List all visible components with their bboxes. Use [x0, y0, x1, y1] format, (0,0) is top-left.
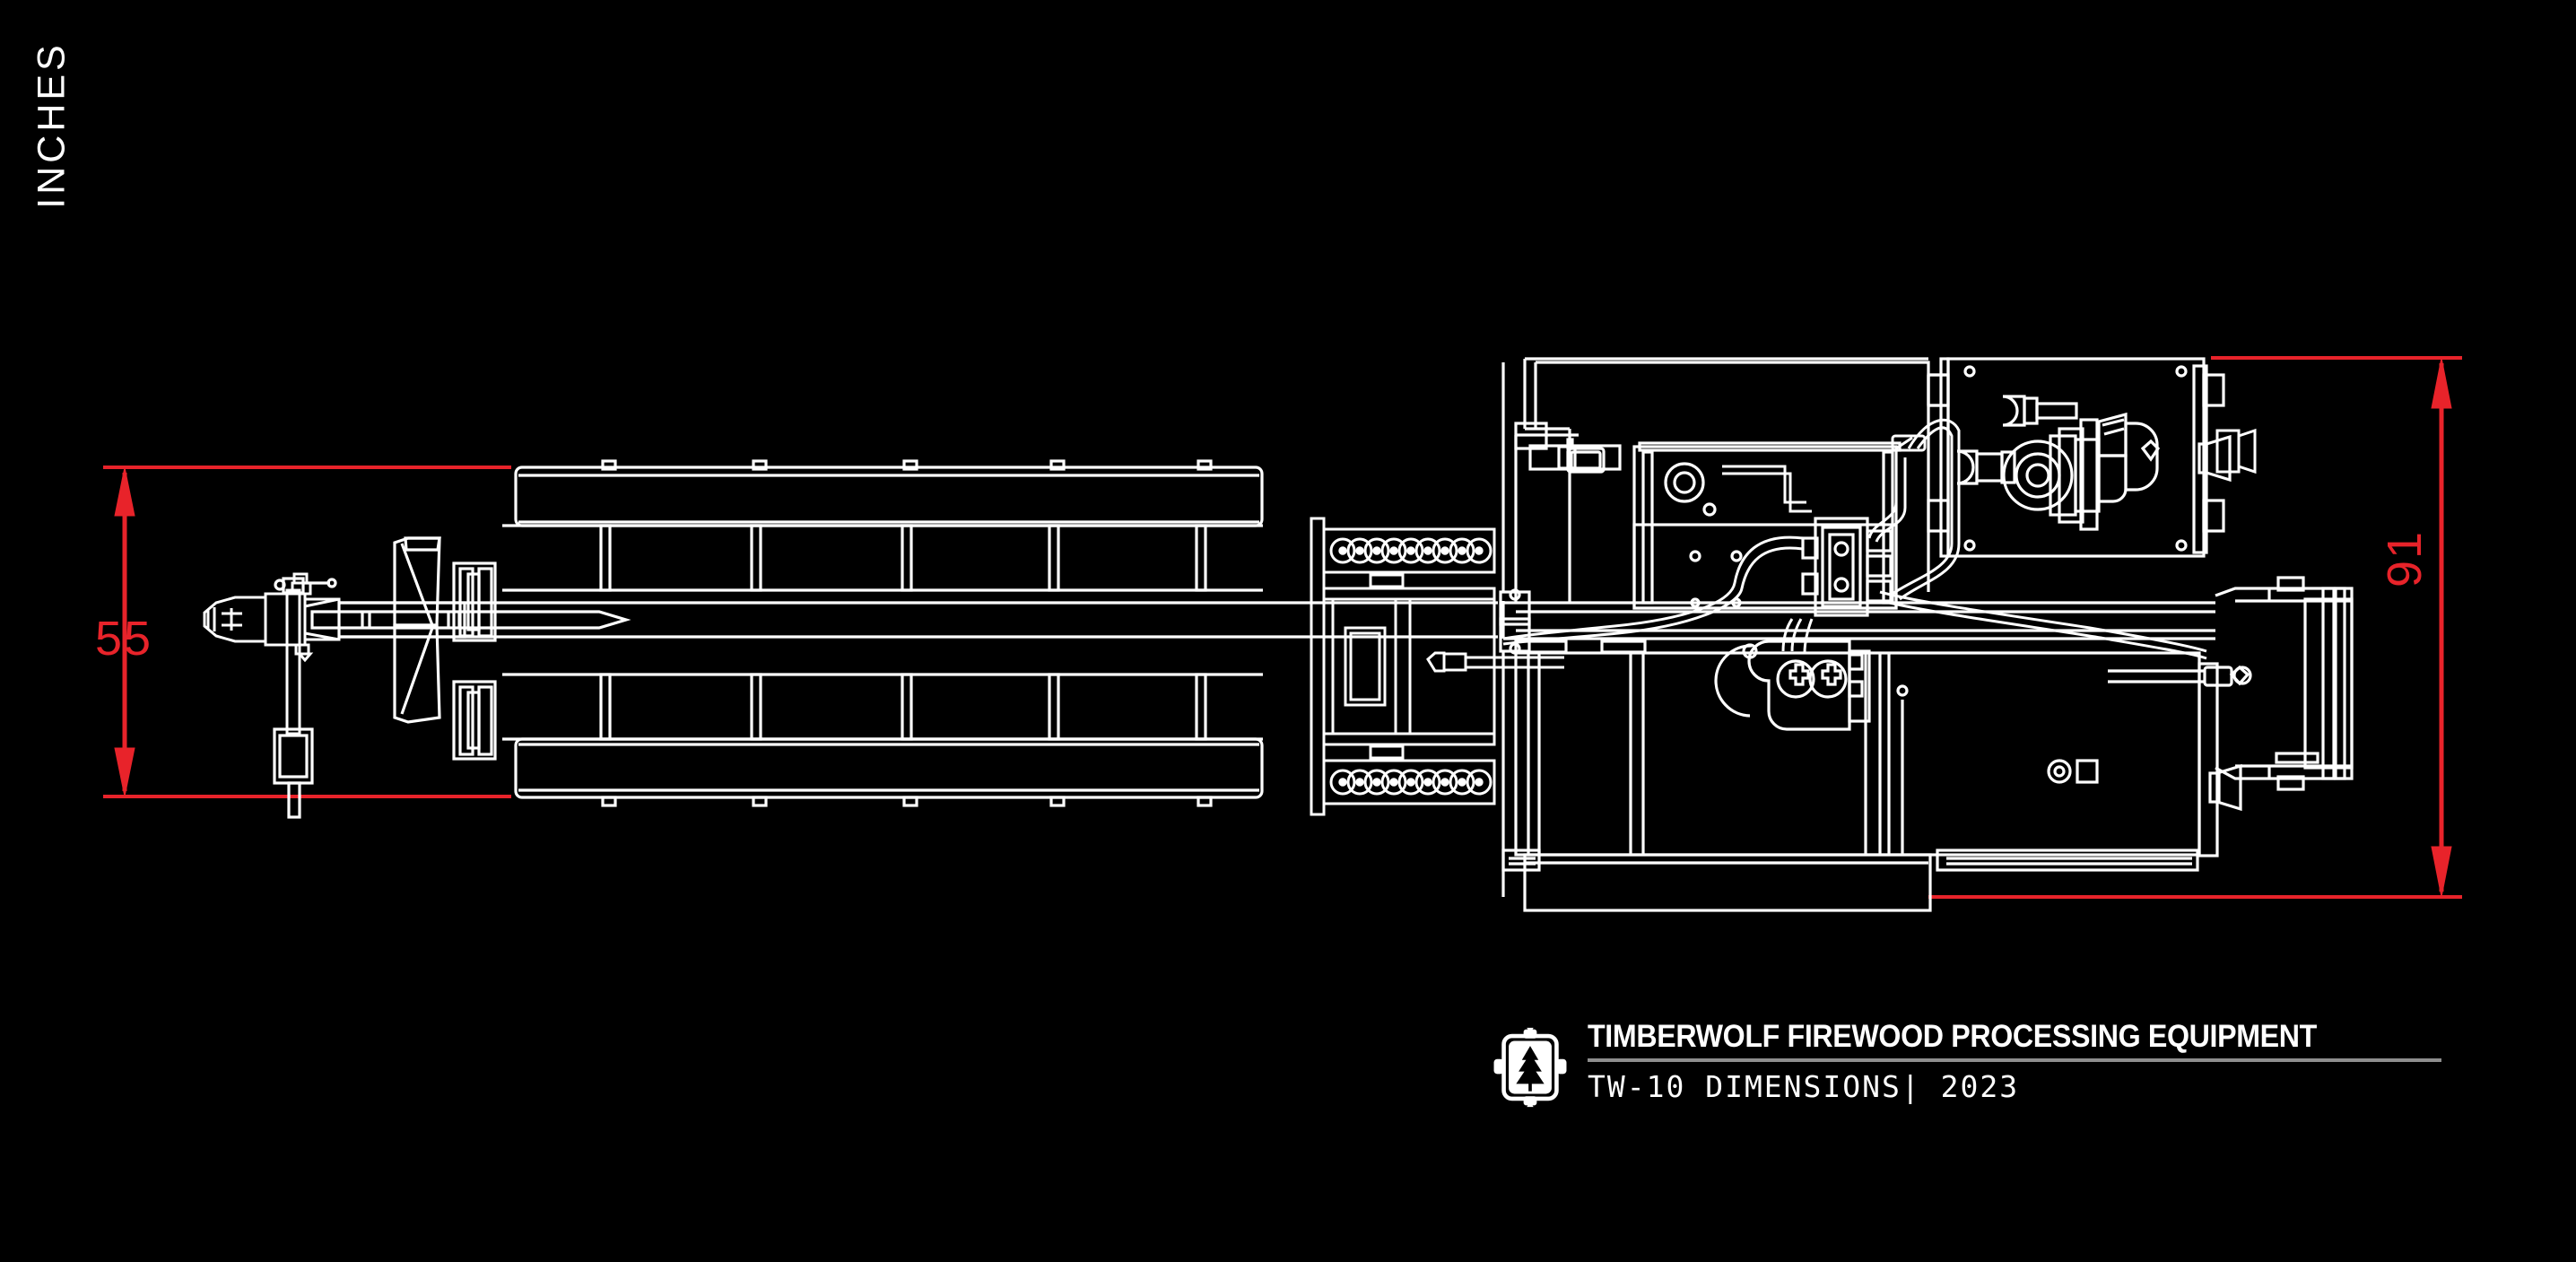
deck-crossmembers-top	[599, 524, 1207, 592]
title-block: TIMBERWOLF FIREWOOD PROCESSING EQUIPMENT…	[1489, 1019, 2441, 1109]
starter-motor	[2002, 395, 2078, 427]
hydraulic-tank	[1632, 441, 1902, 610]
hydraulic-hoses	[1502, 418, 2207, 660]
fender-top-mounts	[601, 459, 1213, 471]
hydraulic-pump	[1956, 412, 2161, 531]
timberwolf-pine-tree-logo	[1489, 1026, 1571, 1109]
fender-bottom-mounts	[601, 796, 1213, 807]
axle-bracket-bottom	[452, 680, 497, 761]
main-frame-outline	[1501, 357, 1930, 639]
drawing-subtitle: TW-10 DIMENSIONS| 2023	[1588, 1068, 2020, 1104]
company-name: TIMBERWOLF FIREWOOD PROCESSING EQUIPMENT	[1588, 1019, 2317, 1054]
main-frame-rails	[465, 601, 1498, 639]
splitter-wedge-assembly	[1310, 517, 1564, 816]
frame-tabs	[2215, 428, 2257, 474]
outfeed-box	[2108, 576, 2354, 791]
dimension-value-91: 91	[2378, 529, 2432, 587]
dimension-91	[1928, 356, 2462, 899]
pto-coupling	[2197, 434, 2232, 483]
deck-rail-top	[502, 524, 1263, 592]
fender-bottom	[514, 737, 1264, 807]
tongue-jack	[273, 577, 337, 819]
title-divider	[1588, 1057, 2441, 1062]
machine-body	[1499, 357, 2354, 912]
deck-panels	[502, 459, 1264, 807]
trailer-tongue-assembly	[203, 536, 1498, 819]
dimension-value-55: 55	[95, 612, 153, 666]
tongue-beam	[337, 601, 466, 639]
lower-valve-assembly	[1714, 640, 1871, 731]
dimension-55	[103, 466, 511, 798]
units-label: INCHES	[30, 41, 74, 209]
engine-plate	[1927, 357, 2232, 558]
lower-skirt	[1501, 849, 2199, 912]
control-valve-bank	[1801, 517, 1893, 617]
